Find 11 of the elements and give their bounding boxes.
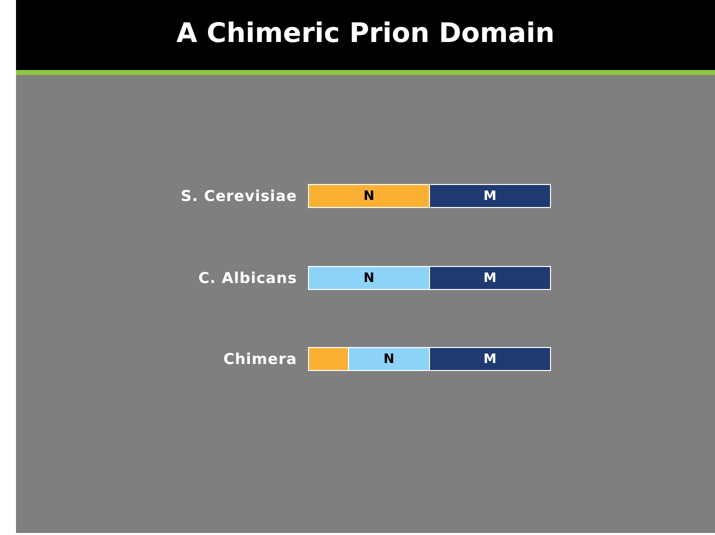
m-domain-bar: M [429,347,551,371]
species-label: Chimera [222,350,297,368]
n-domain-bar [308,347,349,371]
species-label: C. Albicans [197,269,297,287]
m-domain-bar: M [429,266,551,290]
slide-title: A Chimeric Prion Domain [175,18,556,49]
n-domain-bar: N [348,347,430,371]
m-domain-bar: M [429,184,551,208]
species-label: S. Cerevisiae [180,187,297,205]
n-domain-bar: N [308,266,430,290]
n-domain-bar: N [308,184,430,208]
